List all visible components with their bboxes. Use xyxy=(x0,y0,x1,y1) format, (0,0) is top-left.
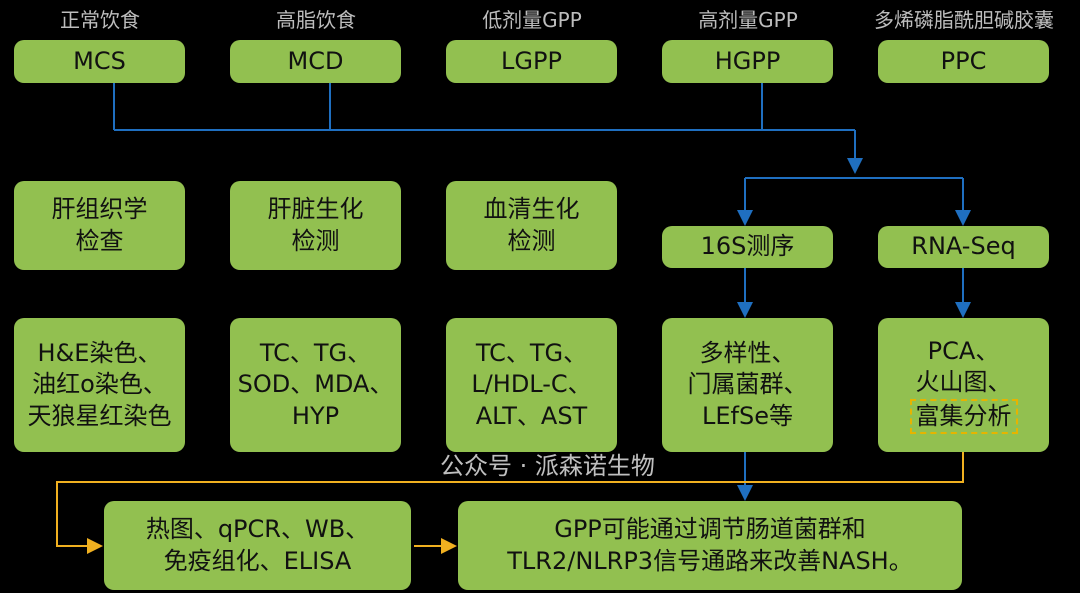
group-box-lgpp: LGPP xyxy=(446,40,617,83)
group-label: 低剂量GPP xyxy=(482,8,582,32)
assay-histology: 肝组织学检查 xyxy=(14,181,185,270)
group-box-hgpp: HGPP xyxy=(662,40,833,83)
details-serum: TC、TG、L/HDL-C、ALT、AST xyxy=(446,318,617,452)
enrichment-highlight: 富集分析 xyxy=(909,398,1018,434)
details-rnaseq: PCA、火山图、富集分析 xyxy=(878,318,1049,452)
enrichment-to-validation-arrow xyxy=(56,432,964,554)
assay-16s: 16S测序 xyxy=(662,226,833,268)
details-histology: H&E染色、油红o染色、天狼星红染色 xyxy=(14,318,185,452)
group-box-mcs: MCS xyxy=(14,40,185,83)
assay-liver-biochem: 肝脏生化检测 xyxy=(230,181,401,270)
validation-box: 热图、qPCR、WB、免疫组化、ELISA xyxy=(104,501,411,590)
group-box-ppc: PPC xyxy=(878,40,1049,83)
details-16s: 多样性、门属菌群、LEfSe等 xyxy=(662,318,833,452)
group-connector xyxy=(113,83,855,131)
group-label: 高脂饮食 xyxy=(276,8,356,32)
watermark: 公众号 · 派森诺生物 xyxy=(440,452,655,480)
group-box-mcd: MCD xyxy=(230,40,401,83)
assay-serum-biochem: 血清生化检测 xyxy=(446,181,617,270)
assay-rnaseq: RNA-Seq xyxy=(878,226,1049,268)
group-label: 正常饮食 xyxy=(60,8,140,32)
details-liver: TC、TG、SOD、MDA、HYP xyxy=(230,318,401,452)
group-label: 高剂量GPP xyxy=(698,8,798,32)
group-label: 多烯磷脂酰胆碱胶囊 xyxy=(874,8,1054,32)
